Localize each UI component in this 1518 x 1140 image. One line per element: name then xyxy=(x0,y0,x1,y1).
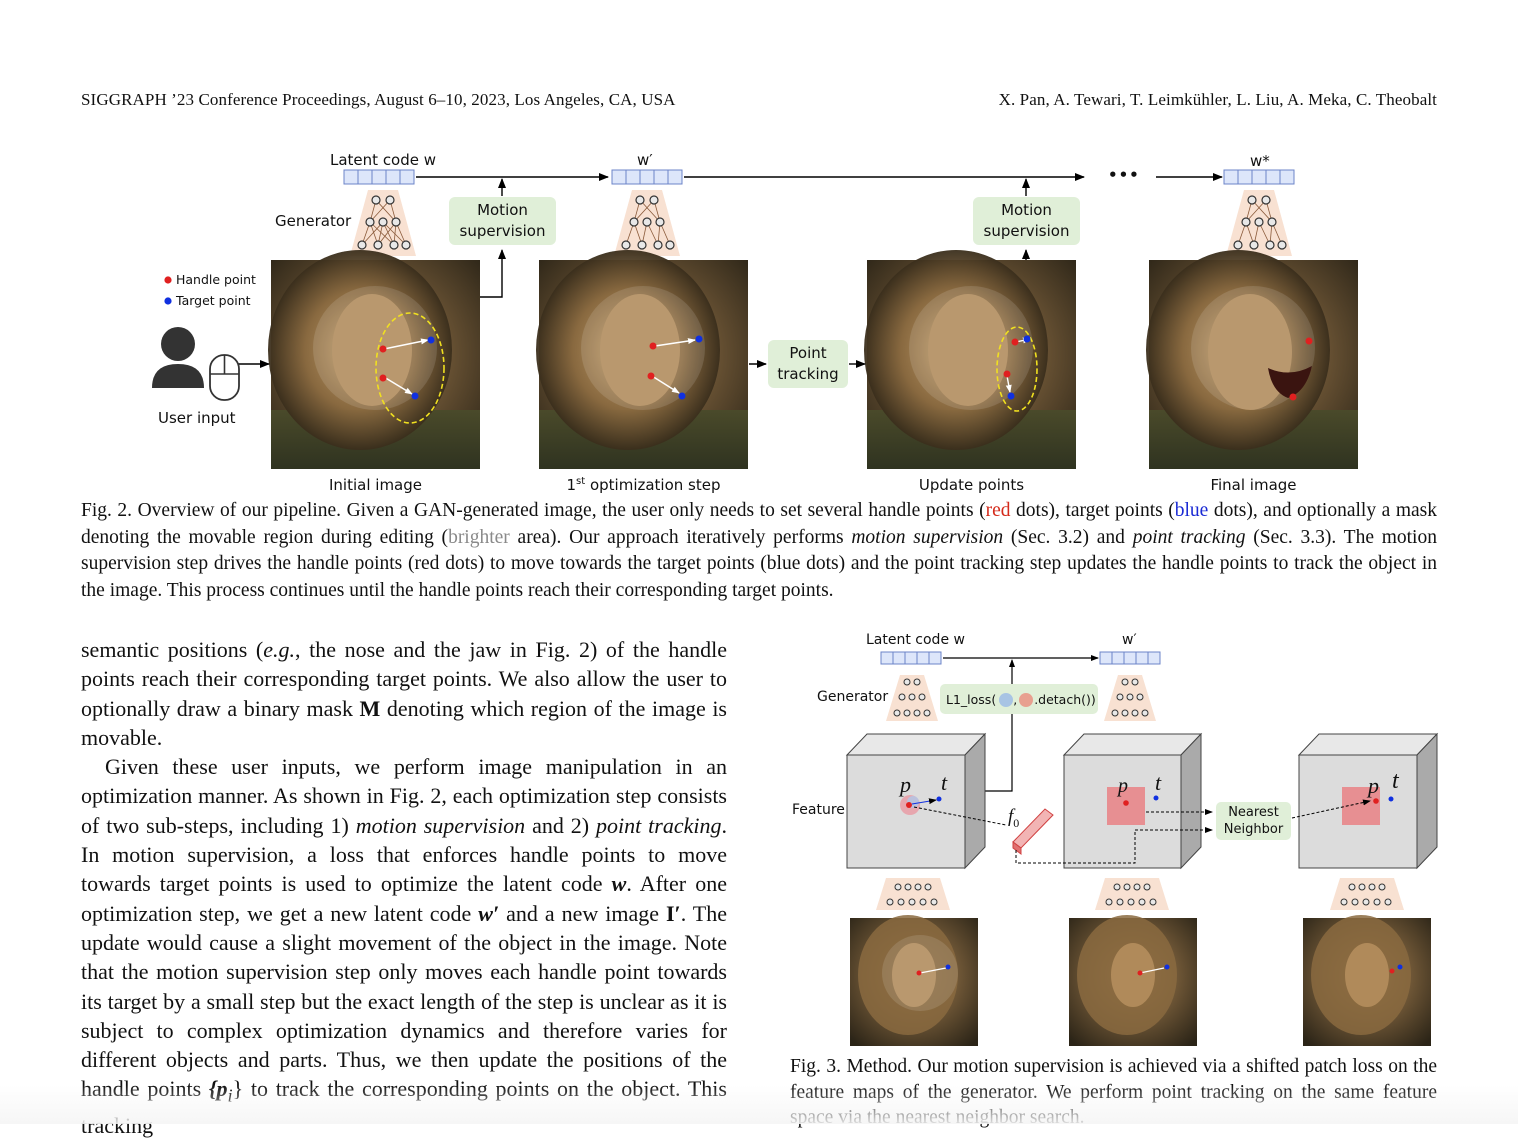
label-update-points: Update points xyxy=(918,476,1025,494)
legend-handle-label: Handle point xyxy=(176,272,256,287)
fig3-generator-icon-bottom-1 xyxy=(876,878,950,910)
fig3-t-label-1: t xyxy=(941,770,948,795)
latent-code-w-vector xyxy=(343,169,415,185)
loss-red-patch-dot xyxy=(1019,693,1033,707)
label-optimization-step: 1st optimization step xyxy=(566,476,721,494)
generator-network-icon-2 xyxy=(614,190,680,256)
fig3-p-label-3: p xyxy=(1368,773,1379,798)
nearest-neighbor-box xyxy=(1216,802,1291,840)
fig2-generator-label: Generator xyxy=(275,212,352,230)
mouse-icon xyxy=(209,354,240,401)
lion-image-update-points xyxy=(864,250,1076,469)
fig2-w-star-label: w* xyxy=(1250,152,1270,170)
fig3-generator-icon-bottom-3 xyxy=(1330,878,1404,910)
feature-cube-1 xyxy=(845,732,1007,870)
fig3-w-prime-label: w′ xyxy=(1122,632,1137,648)
user-icon xyxy=(152,327,204,388)
l1-loss-label: L1_loss(,.detach()) xyxy=(946,692,1096,707)
fig3-t-label-2: t xyxy=(1155,770,1162,795)
generator-network-icon-1 xyxy=(350,190,416,256)
user-input-label: User input xyxy=(158,409,236,427)
fig2-ellipsis: ••• xyxy=(1108,166,1140,184)
figure-3-method xyxy=(845,651,1439,1046)
figure-2-pipeline xyxy=(152,169,1358,469)
paragraph-1: semantic positions (e.g., the nose and t… xyxy=(81,637,727,750)
f0-feature-vector xyxy=(1012,808,1054,855)
body-text-column: semantic positions (e.g., the nose and t… xyxy=(81,635,727,1140)
fig3-p-label-2: p xyxy=(1118,775,1128,797)
fig3-generator-icon-1 xyxy=(886,675,938,721)
legend-target-label: Target point xyxy=(176,293,251,308)
label-initial-image: Initial image xyxy=(329,476,422,494)
figure-2-caption: Fig. 2. Overview of our pipeline. Given … xyxy=(81,500,1437,601)
lion-image-initial xyxy=(268,250,480,469)
fig3-p-label-1: p xyxy=(900,772,911,797)
fig3-lion-thumbnail-1 xyxy=(850,915,978,1046)
running-header-authors: X. Pan, A. Tewari, T. Leimkühler, L. Liu… xyxy=(998,90,1437,109)
fig3-t-label-3: t xyxy=(1392,768,1399,794)
fig3-latent-w-prime-vector xyxy=(1099,651,1161,665)
feature-cube-3 xyxy=(1297,732,1439,870)
fig3-generator-icon-2 xyxy=(1104,675,1156,721)
fig3-latent-code-label: Latent code w xyxy=(866,632,965,648)
fig3-f0-label: f0 xyxy=(1008,806,1020,830)
fig3-lion-thumbnail-2 xyxy=(1069,915,1197,1046)
fig2-w-prime-label: w′ xyxy=(637,151,653,169)
l1-loss-box xyxy=(940,684,1098,714)
fig3-lion-thumbnail-3 xyxy=(1303,915,1431,1046)
label-final-image: Final image xyxy=(1210,476,1297,494)
latent-code-w-prime-vector xyxy=(611,169,683,185)
fig3-latent-w-vector xyxy=(880,651,942,665)
fig3-generator-icon-bottom-2 xyxy=(1095,878,1169,910)
lion-image-final xyxy=(1146,250,1358,469)
loss-blue-patch-dot xyxy=(999,693,1013,707)
paragraph-2: Given these user inputs, we perform imag… xyxy=(81,754,728,1139)
fig3-generator-label: Generator xyxy=(817,689,889,705)
fig2-latent-code-label: Latent code w xyxy=(330,151,437,169)
generator-network-icon-3 xyxy=(1226,190,1292,256)
running-header-venue: SIGGRAPH ’23 Conference Proceedings, Aug… xyxy=(81,90,676,109)
latent-code-w-star-vector xyxy=(1223,169,1295,185)
motion-supervision-box-1: Motion supervision xyxy=(449,197,556,245)
nearest-neighbor-label: Nearest Neighbor xyxy=(1223,805,1284,837)
motion-supervision-box-2: Motion supervision xyxy=(973,197,1080,245)
bottom-fade-overlay xyxy=(0,1085,1518,1124)
point-tracking-box: Point tracking xyxy=(768,340,848,388)
feature-cube-2 xyxy=(1062,732,1203,870)
legend-handle-dot xyxy=(164,276,172,284)
lion-image-first-optimization-step xyxy=(536,250,748,469)
legend-target-dot xyxy=(164,297,172,305)
fig3-feature-label: Feature xyxy=(792,802,845,818)
